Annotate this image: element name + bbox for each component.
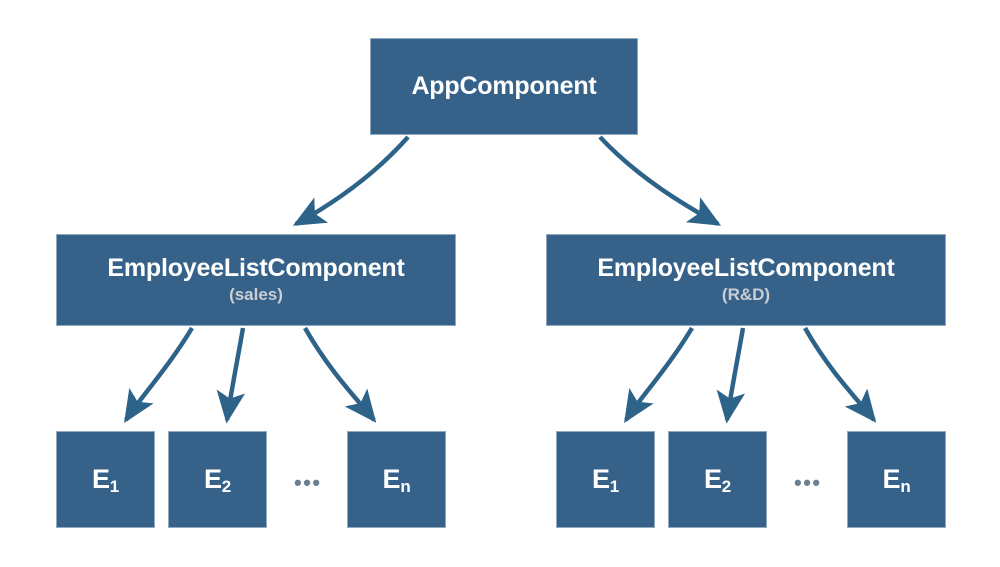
node-employee-sales-n-base: E	[382, 463, 401, 494]
node-employee-rnd-2-base: E	[703, 463, 722, 494]
node-employee-rnd-1-index: 1	[609, 476, 620, 496]
node-employee-sales-n-label: En	[382, 463, 411, 496]
edge-rnd-to-e2	[716, 327, 746, 424]
node-employee-sales-n[interactable]: En	[347, 431, 446, 528]
edge-sales-to-en	[303, 326, 377, 423]
edge-rnd-to-en	[803, 326, 877, 423]
node-employee-rnd-2-index: 2	[721, 476, 732, 496]
edge-sales-to-e2	[216, 327, 246, 424]
node-employee-rnd-n[interactable]: En	[847, 431, 946, 528]
node-employee-rnd-1-base: E	[591, 463, 610, 494]
node-employee-sales-n-index: n	[400, 476, 411, 496]
node-employee-rnd-1[interactable]: E1	[556, 431, 655, 528]
edge-sales-to-e1	[124, 326, 194, 424]
edge-rnd-to-e1	[624, 326, 694, 424]
node-employee-list-sales-label: EmployeeListComponent	[107, 254, 405, 283]
node-employee-sales-2[interactable]: E2	[168, 431, 267, 528]
node-employee-rnd-2[interactable]: E2	[668, 431, 767, 528]
node-employee-sales-1-index: 1	[109, 476, 120, 496]
ellipsis-rnd: •••	[794, 470, 822, 495]
ellipsis-sales: •••	[294, 470, 322, 495]
node-employee-list-rnd[interactable]: EmployeeListComponent (R&D)	[546, 234, 946, 326]
node-employee-rnd-n-base: E	[882, 463, 901, 494]
node-employee-list-sales-sublabel: (sales)	[229, 284, 283, 304]
node-app-component[interactable]: AppComponent	[370, 38, 638, 135]
node-employee-sales-2-base: E	[203, 463, 222, 494]
node-app-component-label: AppComponent	[411, 71, 597, 100]
node-employee-sales-2-index: 2	[221, 476, 232, 496]
node-employee-sales-1[interactable]: E1	[56, 431, 155, 528]
edge-app-to-rnd	[598, 135, 722, 226]
node-employee-sales-1-base: E	[91, 463, 110, 494]
node-employee-rnd-n-index: n	[900, 476, 911, 496]
edge-app-to-sales	[292, 135, 410, 226]
node-employee-sales-2-label: E2	[203, 463, 232, 496]
node-employee-rnd-n-label: En	[882, 463, 911, 496]
node-employee-sales-1-label: E1	[91, 463, 120, 496]
node-employee-list-sales[interactable]: EmployeeListComponent (sales)	[56, 234, 456, 326]
node-employee-list-rnd-sublabel: (R&D)	[721, 284, 771, 304]
node-employee-list-rnd-label: EmployeeListComponent	[597, 254, 895, 283]
node-employee-rnd-2-label: E2	[703, 463, 732, 496]
node-employee-rnd-1-label: E1	[591, 463, 620, 496]
